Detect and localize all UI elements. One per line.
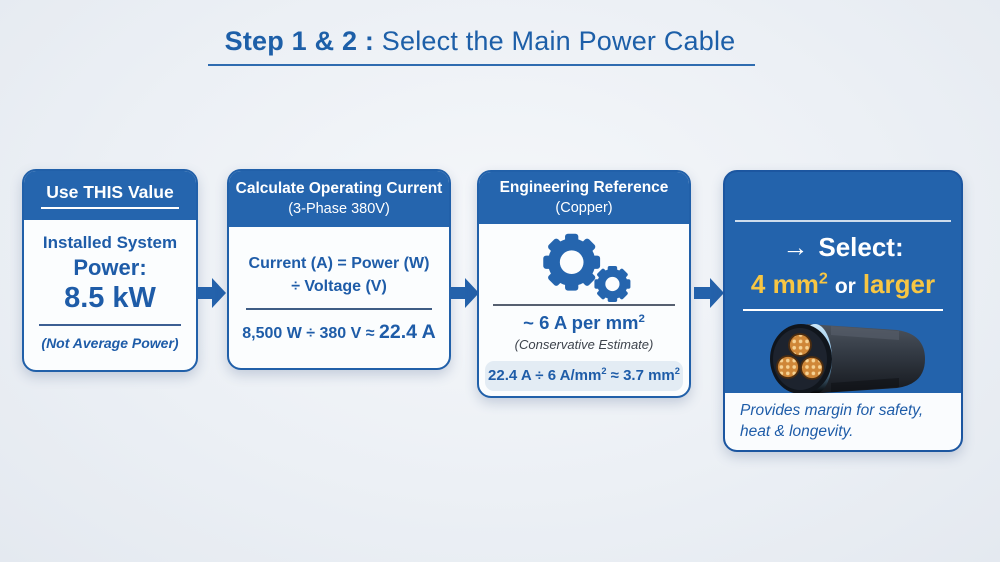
card-use-this-value: Use THIS Value Installed System Power: 8… (22, 169, 198, 372)
divider-line (39, 324, 181, 326)
calculation-line: 8,500 W ÷ 380 V ≈ 22.4 A (229, 321, 449, 344)
gears-icon (543, 233, 631, 302)
card-use-this-value-header: Use THIS Value (24, 171, 196, 220)
page-title: Step 1 & 2 : Select the Main Power Cable (0, 26, 960, 57)
larger-text: larger (862, 269, 936, 299)
safety-margin-note: Provides margin for safety, heat & longe… (725, 393, 961, 450)
select-label: Select: (818, 232, 904, 262)
select-heading: → Select: (725, 232, 961, 263)
cross-section-calculation: 22.4 A ÷ 6 A/mm2 ≈ 3.7 mm2 (485, 361, 683, 391)
power-label: Power: (73, 255, 147, 280)
calculation-result: 22.4 A (379, 321, 436, 344)
title-underline (208, 64, 755, 66)
calc-sup2: 2 (674, 366, 680, 376)
size-underline (743, 309, 943, 311)
conservative-estimate-note: (Conservative Estimate) (514, 337, 654, 352)
card-operating-current: Calculate Operating Current (3-Phase 380… (227, 169, 451, 370)
flow-arrow-icon (196, 278, 226, 308)
page-title-step: Step 1 & 2 : (224, 26, 375, 56)
size-superscript: 2 (818, 269, 828, 288)
ampacity-rating: ~ 6 A per mm2 (479, 312, 689, 334)
calc-part1: 22.4 A ÷ 6 A/mm (488, 367, 602, 384)
card-separator-line (735, 220, 951, 222)
card-use-this-value-body: Installed System Power: 8.5 kW (Not Aver… (24, 220, 196, 351)
divider-line (246, 308, 432, 311)
installed-system-label: Installed System (42, 233, 178, 252)
power-value: 8.5 kW (64, 282, 156, 314)
card-header-sublabel: (3-Phase 380V) (288, 201, 390, 217)
size-value: 4 mm (750, 269, 819, 299)
card-select-result: → Select: 4 mm2 or larger (723, 170, 963, 452)
flow-arrow-icon (694, 278, 724, 308)
card-engineering-reference: Engineering Reference (Copper) (477, 170, 691, 398)
page-title-text: Select the Main Power Cable (374, 26, 736, 56)
card-header-label: Use THIS Value (41, 182, 179, 209)
card-operating-current-body: Current (A) = Power (W) ÷ Voltage (V) 8,… (229, 227, 449, 344)
copper-strands (776, 333, 824, 380)
cable-illustration (770, 324, 925, 394)
footer-line1: Provides margin for safety, (740, 402, 924, 419)
select-arrow-icon: → (782, 232, 809, 262)
or-text: or (834, 275, 856, 298)
flow-arrow-icon (449, 278, 479, 308)
calculation-prefix: 8,500 W ÷ 380 V ≈ (242, 325, 379, 343)
rating-text: ~ 6 A per mm (523, 312, 639, 333)
cable-size-recommendation: 4 mm2 or larger (725, 269, 961, 300)
card-header-sublabel: (Copper) (555, 200, 613, 216)
formula-line1: Current (A) = Power (W) (248, 255, 430, 272)
not-average-power-note: (Not Average Power) (41, 335, 179, 351)
rating-superscript: 2 (638, 312, 645, 325)
calc-part2: ≈ 3.7 mm (606, 367, 675, 384)
divider-line (493, 304, 675, 306)
footer-line2: heat & longevity. (740, 422, 854, 440)
card-operating-current-header: Calculate Operating Current (3-Phase 380… (229, 171, 449, 227)
card-header-label: Calculate Operating Current (235, 180, 443, 197)
card-engineering-reference-body: ~ 6 A per mm2 (Conservative Estimate) 22… (479, 230, 689, 391)
calc-sup1: 2 (601, 366, 607, 376)
card-header-label: Engineering Reference (499, 179, 669, 196)
formula-line2: ÷ Voltage (V) (291, 278, 387, 296)
card-engineering-reference-header: Engineering Reference (Copper) (479, 172, 689, 224)
